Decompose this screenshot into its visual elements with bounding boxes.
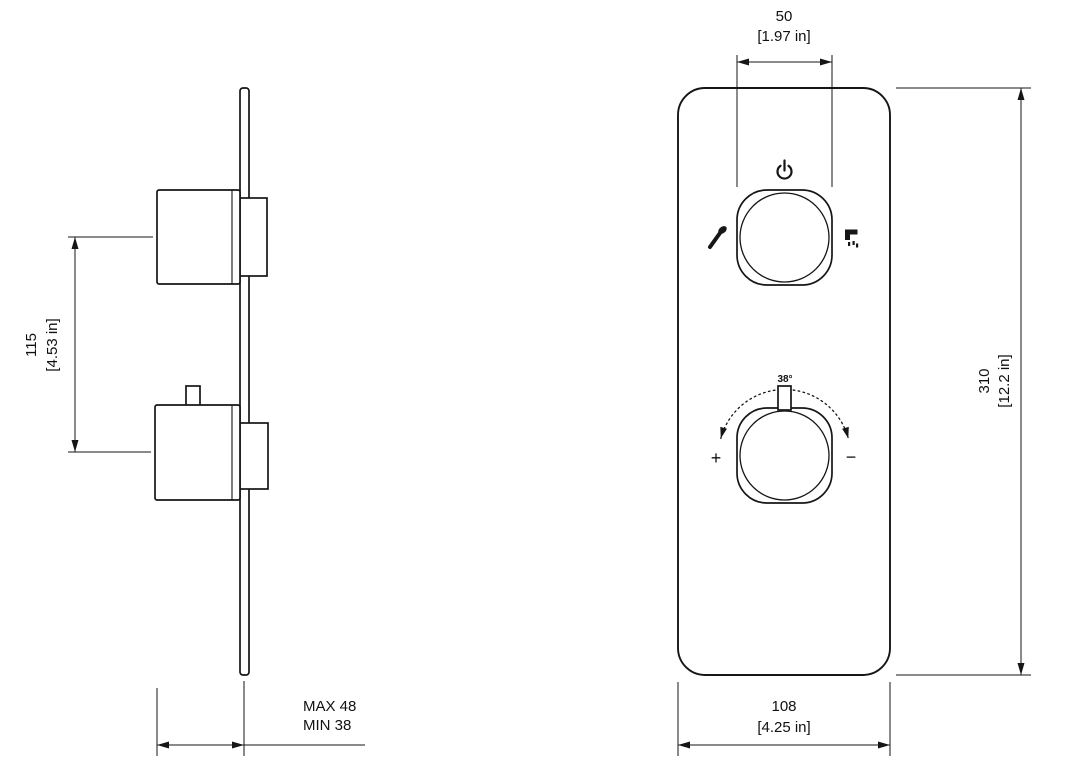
dim-knob-width-in: [1.97 in] <box>757 28 810 45</box>
dim-arrow-right <box>820 58 832 66</box>
dim-handle-spacing-mm: 115 <box>23 333 40 357</box>
dim-arrow-left <box>157 741 169 749</box>
temperature-knob: 38° + − <box>711 374 857 504</box>
dim-depth-max: MAX 48 <box>303 698 356 715</box>
power-icon <box>776 159 793 180</box>
diverter-knob-square <box>736 189 833 286</box>
dim-arrow-up <box>71 237 79 249</box>
arc-arrow-left <box>720 426 727 439</box>
bath-spout-icon <box>845 229 859 248</box>
side-wall-plate <box>239 87 250 676</box>
dim-knob-width-mm: 50 <box>776 8 793 25</box>
dim-plate-width-in: [4.25 in] <box>757 719 810 736</box>
dim-depth-min: MIN 38 <box>303 717 351 734</box>
dim-arrow-right <box>232 741 244 749</box>
dim-arrow-right <box>878 741 890 749</box>
arc-arrow-right <box>842 426 849 439</box>
side-temp-stem <box>185 385 201 408</box>
dim-arrow-left <box>678 741 690 749</box>
dim-plate-height: 310 [12.2 in] <box>896 87 1031 676</box>
dim-plate-height-in: [12.2 in] <box>996 354 1013 407</box>
dim-knob-width: 50 [1.97 in] <box>736 8 833 187</box>
temp-38-label: 38° <box>777 374 792 385</box>
dim-handle-spacing: 115 [4.53 in] <box>23 236 153 453</box>
dim-arrow-down <box>71 440 79 452</box>
temp-minus-label: − <box>846 447 857 467</box>
side-top-handle <box>156 189 241 285</box>
front-plate <box>677 87 891 676</box>
front-view: 38° + − <box>677 87 891 676</box>
temperature-safety-stem <box>777 385 792 411</box>
side-bottom-valve-body <box>239 422 269 490</box>
dim-plate-width-mm: 108 <box>771 698 796 715</box>
temperature-knob-square <box>736 407 833 504</box>
dim-handle-spacing-in: [4.53 in] <box>44 318 61 371</box>
temp-plus-label: + <box>711 448 722 468</box>
side-bottom-handle <box>154 404 241 501</box>
dim-arrow-left <box>737 58 749 66</box>
diverter-knob <box>736 189 833 286</box>
dim-depth: MAX 48 MIN 38 <box>156 681 365 756</box>
diverter-knob-circle <box>739 192 830 283</box>
side-view <box>154 87 269 676</box>
side-top-valve-body <box>239 197 268 277</box>
dim-arrow-up <box>1017 88 1025 100</box>
dim-plate-width: 108 [4.25 in] <box>677 682 891 756</box>
handshower-icon <box>708 226 727 249</box>
dim-plate-height-mm: 310 <box>976 368 993 393</box>
dim-arrow-down <box>1017 663 1025 675</box>
temperature-knob-circle <box>739 410 830 501</box>
